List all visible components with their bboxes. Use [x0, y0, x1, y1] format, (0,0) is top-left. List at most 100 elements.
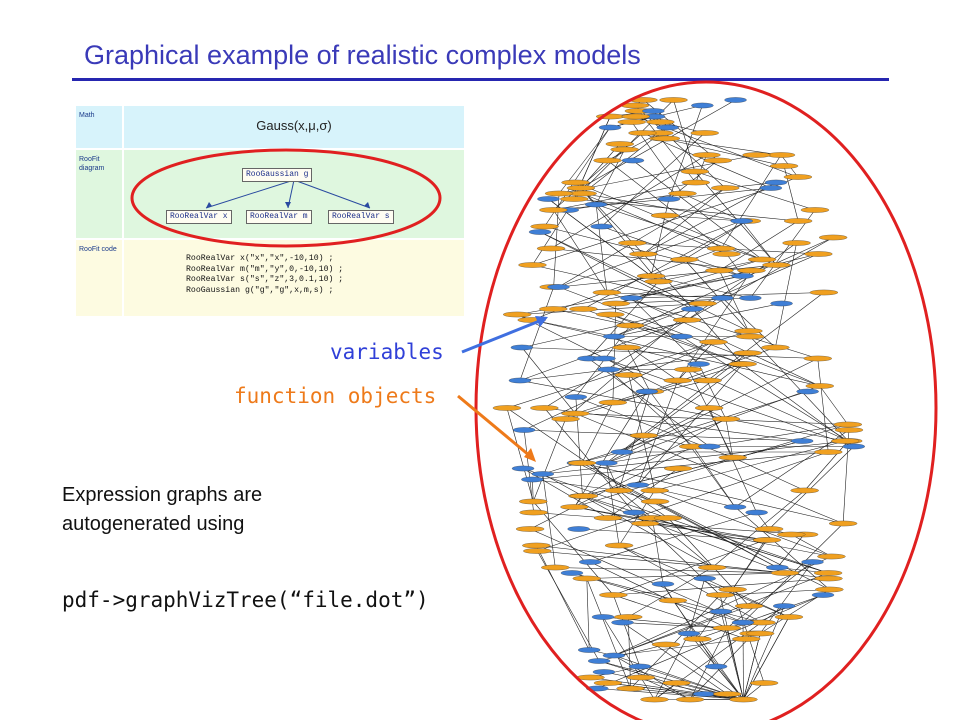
function-node — [742, 152, 771, 158]
function-node — [735, 333, 765, 340]
function-node — [651, 135, 681, 142]
graph-edge — [578, 528, 766, 541]
graph-edge — [697, 594, 824, 640]
graph-edge — [654, 633, 690, 700]
graph-edge — [743, 682, 765, 700]
function-node — [629, 432, 658, 439]
function-node — [616, 322, 645, 329]
variable-node — [521, 476, 544, 483]
function-node — [518, 262, 547, 268]
graph-edge — [590, 561, 727, 629]
function-node — [522, 542, 551, 549]
graph-edge — [575, 413, 844, 524]
graph-edge — [529, 446, 694, 530]
graph-edge — [677, 341, 714, 381]
function-node — [560, 504, 589, 510]
function-node — [515, 526, 545, 532]
function-node — [523, 548, 552, 554]
function-node — [536, 245, 566, 252]
variable-node — [531, 471, 554, 477]
graph-edge — [610, 314, 743, 365]
variable-node — [691, 102, 714, 109]
diagram-row: RooFit diagram RooGaussian g RooRealVar … — [76, 150, 464, 238]
variable-node — [759, 185, 783, 191]
function-node — [539, 306, 568, 312]
diagram-arrows — [205, 179, 371, 209]
function-node — [651, 641, 681, 648]
function-node — [752, 537, 782, 543]
function-node — [761, 344, 790, 351]
graph-edge — [626, 347, 699, 365]
variable-node — [698, 443, 721, 450]
variable-node — [593, 355, 616, 362]
function-node — [777, 531, 806, 538]
function-node — [663, 377, 693, 384]
graph-edge — [654, 440, 846, 491]
graph-edge — [743, 605, 785, 700]
function-node — [621, 113, 650, 120]
function-node — [576, 674, 605, 681]
graph-edge — [722, 297, 776, 348]
variable-node — [687, 361, 710, 367]
graph-edge — [539, 231, 693, 310]
graph-edge — [586, 572, 785, 579]
function-node — [659, 97, 688, 103]
variable-node — [587, 658, 611, 664]
function-node — [809, 289, 839, 296]
graph-edge — [743, 633, 761, 700]
graph-edge — [581, 462, 844, 524]
function-node — [605, 141, 634, 147]
function-node — [680, 168, 710, 175]
graph-edge — [662, 583, 717, 667]
function-node — [567, 460, 597, 466]
graph-edge — [630, 688, 744, 700]
function-node — [616, 685, 645, 692]
variable-node — [811, 592, 835, 598]
function-node — [492, 405, 522, 411]
function-node — [814, 575, 843, 582]
graph-edge — [582, 495, 786, 574]
graph-edge — [607, 517, 766, 541]
function-node — [783, 174, 813, 180]
function-node — [599, 592, 628, 598]
graph-edge — [580, 99, 736, 189]
graph-edge — [633, 512, 721, 596]
code-block: RooRealVar x("x","x",-10,10) ;RooRealVar… — [186, 254, 343, 296]
graph-edge — [574, 424, 848, 508]
function-node — [713, 691, 742, 697]
graph-edge — [618, 545, 762, 623]
expression-note-line: autogenerated using — [62, 513, 245, 535]
function-node — [814, 449, 843, 455]
function-node — [530, 405, 559, 411]
graph-edge — [519, 380, 846, 442]
variable-node — [642, 108, 665, 114]
variable-node — [731, 619, 755, 626]
variable-node — [731, 273, 754, 279]
graph-edge — [606, 358, 818, 464]
function-node — [705, 267, 734, 274]
graph-edge — [606, 446, 710, 464]
function-node — [519, 509, 548, 516]
graph-edge — [694, 171, 816, 211]
graph-edge — [654, 501, 830, 590]
graph-edge — [637, 380, 679, 486]
function-node — [718, 586, 747, 593]
graph-edge — [607, 682, 744, 700]
function-node — [604, 542, 634, 549]
function-node — [541, 564, 570, 571]
graph-edge — [697, 638, 744, 700]
graph-highlight-ellipse — [474, 80, 938, 720]
graph-edge — [588, 358, 710, 447]
expression-note-line: Expression graphs are — [62, 484, 263, 506]
graph-edge — [630, 594, 721, 689]
function-node — [572, 575, 601, 582]
graph-edge — [574, 198, 799, 222]
graph-edge — [548, 198, 659, 282]
function-node — [718, 454, 747, 461]
function-node — [561, 410, 590, 417]
function-node — [681, 179, 710, 186]
graph-edge — [571, 572, 744, 623]
variable-node — [657, 196, 681, 202]
graph-edge — [663, 138, 785, 167]
function-node — [626, 674, 656, 681]
